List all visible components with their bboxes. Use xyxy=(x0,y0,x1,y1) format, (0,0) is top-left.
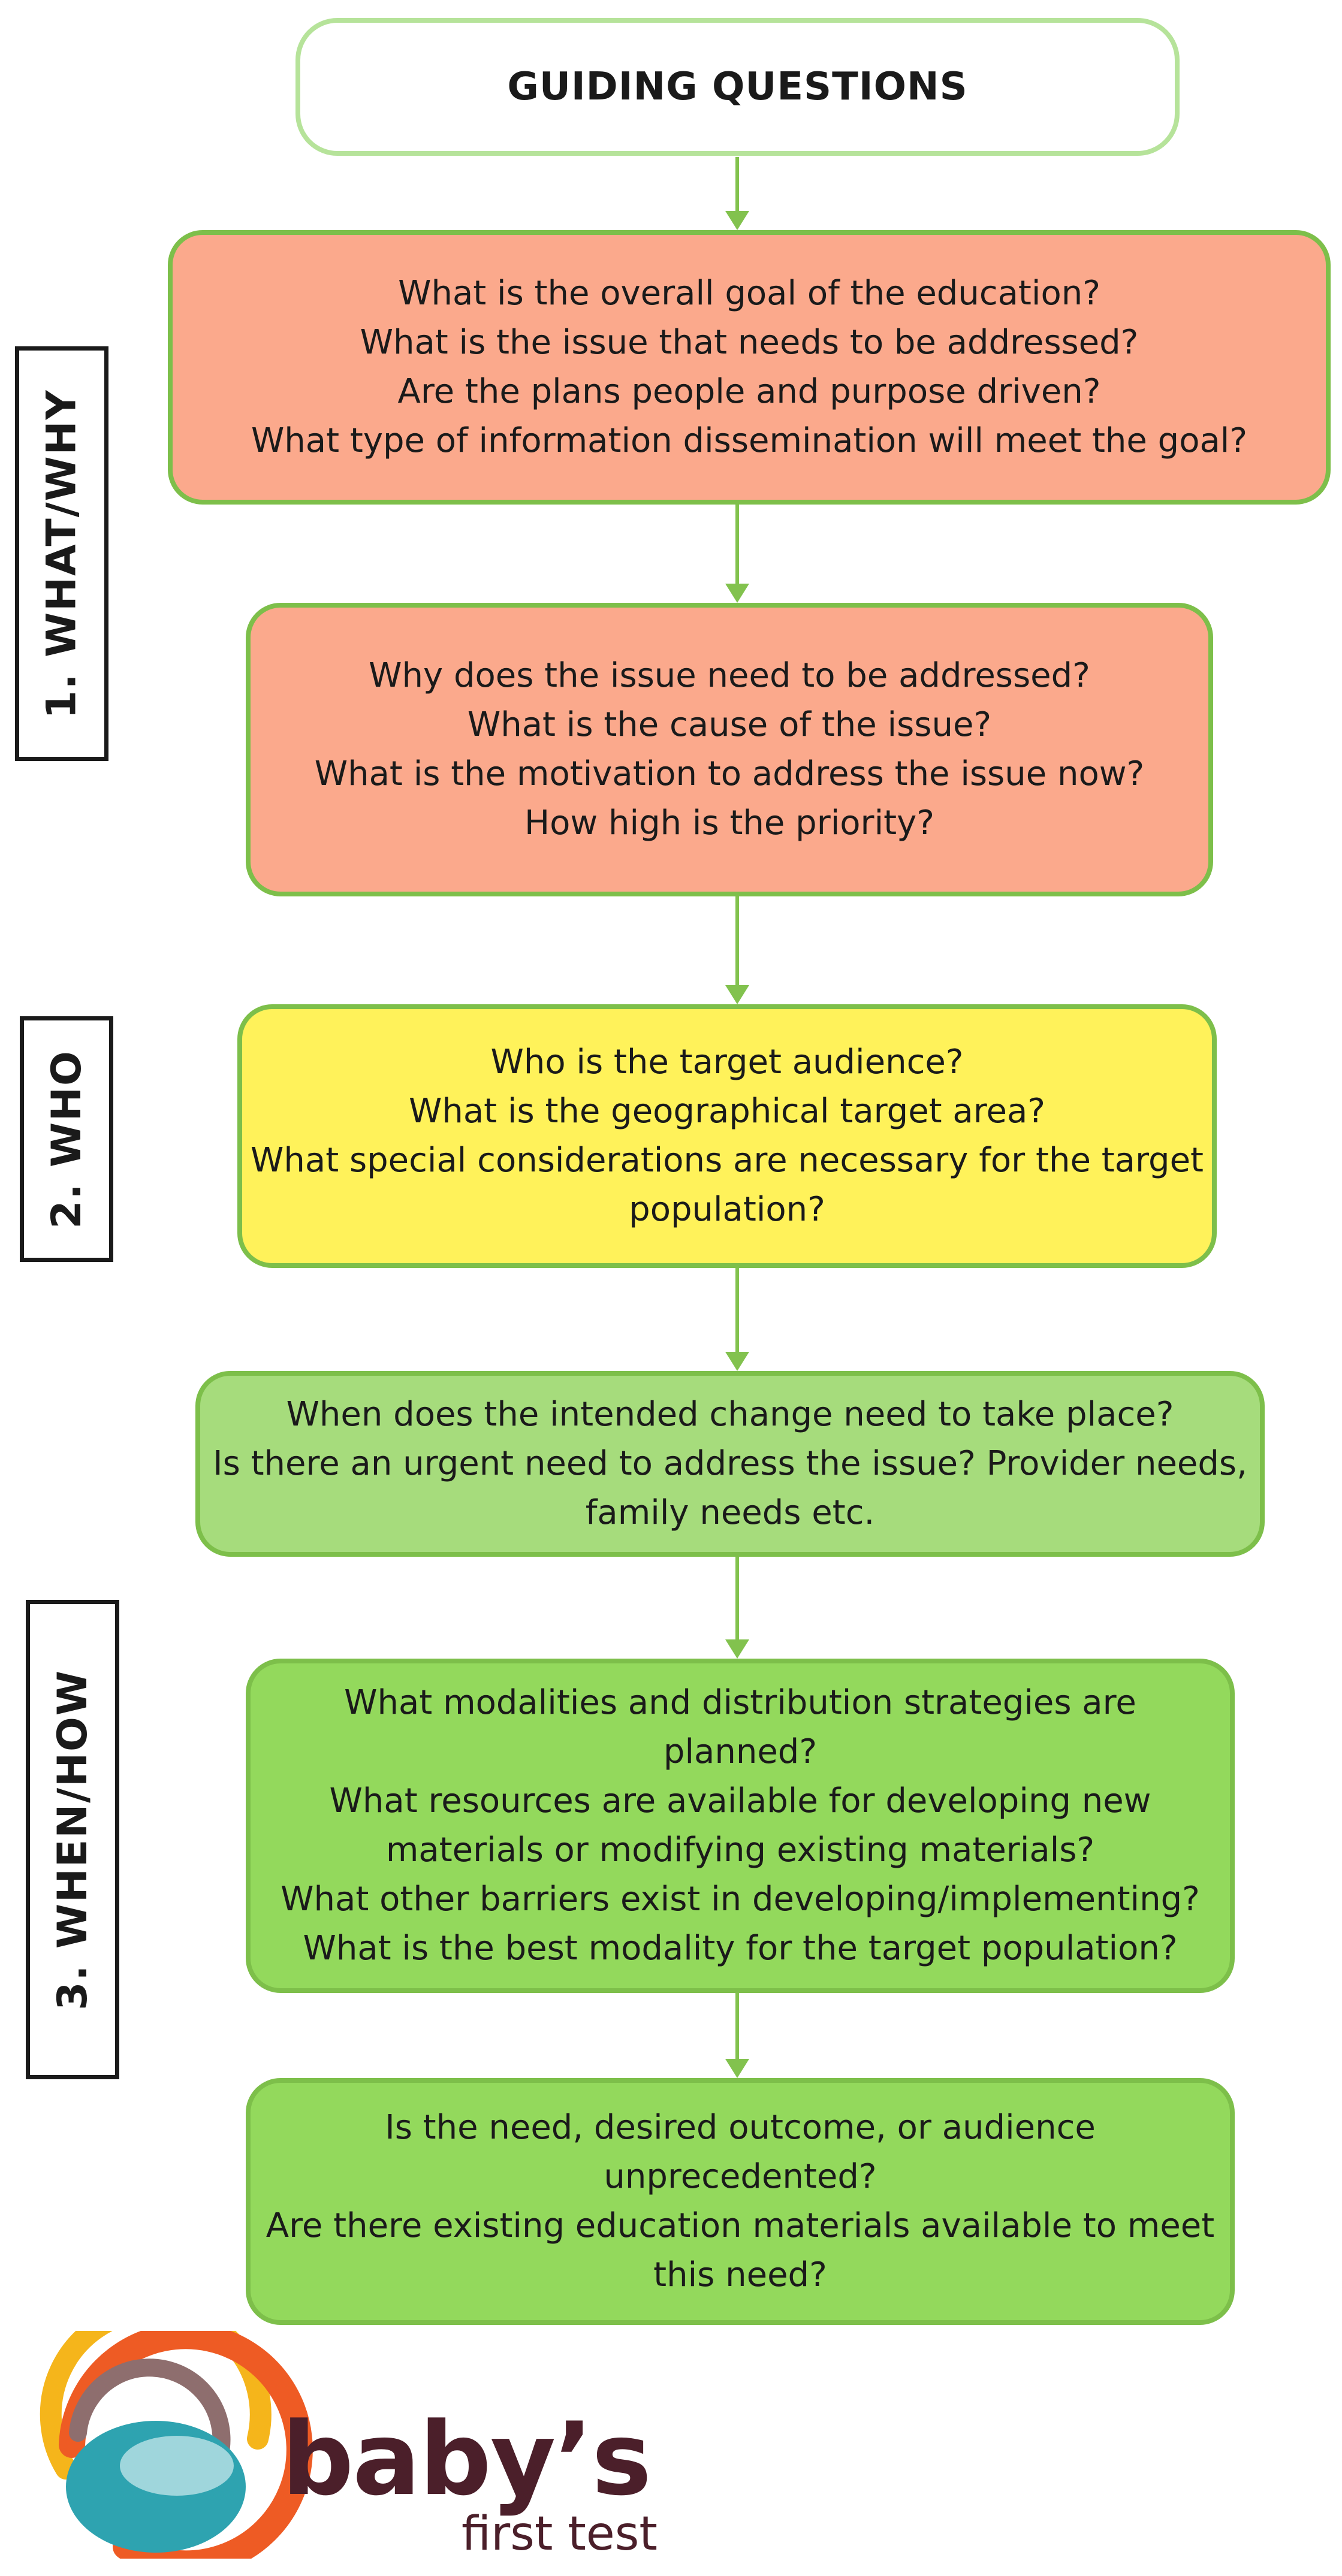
question-line: What modalities and distribution strateg… xyxy=(344,1683,1136,1722)
question-box-2: Why does the issue need to be addressed?… xyxy=(246,603,1213,896)
arrow-6 xyxy=(725,1993,749,2078)
question-line: What special considerations are necessar… xyxy=(251,1141,1204,1180)
section-label-what-why-text: 1. WHAT/WHY xyxy=(38,388,86,719)
arrow-1 xyxy=(725,157,749,230)
question-line: Are the plans people and purpose driven? xyxy=(397,372,1101,411)
question-line: When does the intended change need to ta… xyxy=(286,1395,1174,1434)
section-label-when-how-text: 3. WHEN/HOW xyxy=(49,1669,96,2010)
section-label-who-text: 2. WHO xyxy=(43,1049,91,1229)
arrow-2 xyxy=(725,505,749,603)
question-line: this need? xyxy=(653,2255,827,2294)
question-box-6: Is the need, desired outcome, or audienc… xyxy=(246,2078,1235,2325)
question-line: family needs etc. xyxy=(585,1493,875,1532)
logo-wordmark: baby’s xyxy=(282,2400,652,2518)
section-label-who: 2. WHO xyxy=(20,1016,113,1262)
question-line: Who is the target audience? xyxy=(490,1043,964,1082)
question-line: materials or modifying existing material… xyxy=(385,1831,1095,1870)
question-box-5: What modalities and distribution strateg… xyxy=(246,1659,1235,1993)
logo-subtitle: first test xyxy=(462,2507,658,2561)
question-box-3: Who is the target audience? What is the … xyxy=(237,1004,1217,1268)
question-line: planned? xyxy=(663,1732,818,1771)
question-line: What is the motivation to address the is… xyxy=(314,754,1145,793)
question-line: Why does the issue need to be addressed? xyxy=(369,656,1090,695)
section-label-what-why: 1. WHAT/WHY xyxy=(15,346,108,761)
question-line: What resources are available for develop… xyxy=(329,1781,1151,1820)
arrow-4 xyxy=(725,1268,749,1371)
question-line: Is the need, desired outcome, or audienc… xyxy=(385,2108,1096,2147)
diagram-title: GUIDING QUESTIONS xyxy=(507,65,968,109)
question-line: unprecedented? xyxy=(604,2157,877,2196)
question-line: Is there an urgent need to address the i… xyxy=(213,1444,1247,1483)
question-box-1: What is the overall goal of the educatio… xyxy=(168,230,1331,505)
babys-first-test-logo-icon xyxy=(40,2331,313,2559)
question-line: Are there existing education materials a… xyxy=(266,2206,1215,2245)
question-line: population? xyxy=(629,1190,825,1229)
question-line: What is the cause of the issue? xyxy=(467,705,992,744)
question-box-4: When does the intended change need to ta… xyxy=(195,1371,1265,1557)
question-line: How high is the priority? xyxy=(524,804,934,842)
question-line: What is the best modality for the target… xyxy=(303,1929,1178,1968)
question-line: What is the overall goal of the educatio… xyxy=(398,274,1100,313)
title-box: GUIDING QUESTIONS xyxy=(295,18,1180,156)
question-line: What is the issue that needs to be addre… xyxy=(360,323,1139,362)
question-line: What type of information dissemination w… xyxy=(251,421,1248,460)
question-line: What other barriers exist in developing/… xyxy=(281,1880,1200,1919)
arrow-5 xyxy=(725,1557,749,1659)
question-line: What is the geographical target area? xyxy=(408,1092,1046,1131)
section-label-when-how: 3. WHEN/HOW xyxy=(26,1600,119,2079)
arrow-3 xyxy=(725,896,749,1004)
